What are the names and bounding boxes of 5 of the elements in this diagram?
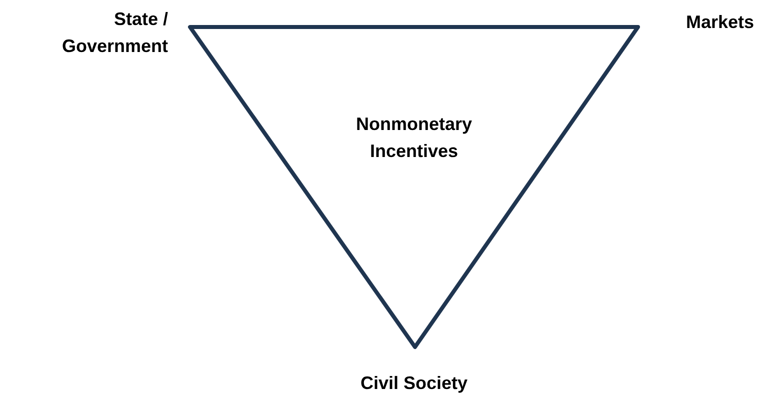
triangle-node [186,23,642,351]
node-label: Nonmonetary Incentives [354,113,473,163]
corner-label: Civil Society [359,372,469,395]
corner-label: Markets [684,11,756,34]
corner-label: State / Government [60,8,168,58]
